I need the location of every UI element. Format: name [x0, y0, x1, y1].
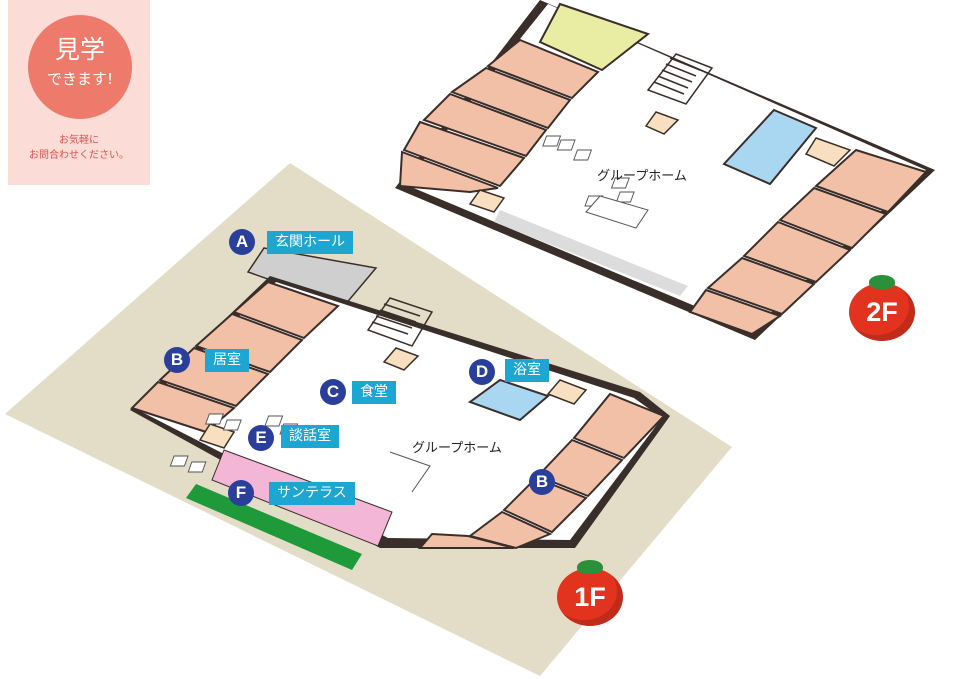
floor2-bath: [722, 108, 818, 186]
visit-note-line2: お問合わせください。: [29, 150, 129, 161]
visit-note-line1: お気軽に: [59, 135, 99, 146]
floor2-label: 2F: [866, 297, 898, 327]
label-lounge[interactable]: 談話室: [281, 425, 339, 448]
floor2-right-rooms: [688, 148, 928, 336]
marker-e[interactable]: E: [248, 425, 274, 451]
tomato-icon: [557, 568, 623, 626]
floor1-toilet-1: [382, 347, 420, 371]
label-sun-terrace[interactable]: サンテラス: [269, 482, 355, 505]
marker-b-right[interactable]: B: [529, 469, 555, 495]
label-resident-room[interactable]: 居室: [205, 349, 249, 372]
visit-badge: 見学 できます!: [28, 15, 132, 119]
label-bath[interactable]: 浴室: [505, 359, 549, 382]
visit-title: 見学: [54, 35, 105, 64]
floor2-area-label: グループホーム: [597, 169, 687, 184]
floor2-plan: [395, 0, 935, 340]
marker-a[interactable]: A: [229, 229, 255, 255]
floor1-furniture: [169, 413, 431, 493]
floor1-stairs: [366, 297, 434, 347]
floor2-toilet-2: [804, 137, 852, 167]
floor1-toilet-2: [546, 379, 588, 405]
floor2-balcony-strip: [494, 210, 688, 296]
floor1-area-label: グループホーム: [412, 441, 502, 456]
floor1-bath-area: [467, 378, 550, 422]
floor1-label: 1F: [574, 582, 606, 612]
label-entrance-hall[interactable]: 玄関ホール: [267, 231, 353, 254]
floor2-toilet-3: [468, 189, 506, 213]
marker-b-left[interactable]: B: [164, 347, 190, 373]
floor1-right-rooms: [417, 392, 666, 550]
floor2-storage-room: [538, 2, 651, 72]
visit-subtitle: できます!: [46, 70, 113, 88]
floor2-tomato-badge[interactable]: 2F: [847, 271, 917, 343]
floor2-stairs: [646, 53, 714, 105]
floor1-tomato-badge[interactable]: 1F: [555, 556, 625, 628]
marker-c[interactable]: C: [320, 379, 346, 405]
visit-panel: 見学 できます! お気軽に お問合わせください。: [8, 0, 150, 185]
floor2-left-rooms: [398, 38, 600, 194]
label-dining-room[interactable]: 食堂: [352, 381, 396, 404]
floor1-sun-terrace-area: [186, 484, 362, 570]
marker-f[interactable]: F: [228, 480, 254, 506]
tomato-leaf-icon: [869, 275, 895, 289]
visit-note: お気軽に お問合わせください。: [8, 133, 150, 163]
tomato-icon: [849, 283, 915, 341]
floor2-toilet-1: [644, 111, 680, 135]
floor2-furniture: [542, 135, 649, 229]
marker-d[interactable]: D: [469, 359, 495, 385]
tomato-leaf-icon: [577, 560, 603, 574]
